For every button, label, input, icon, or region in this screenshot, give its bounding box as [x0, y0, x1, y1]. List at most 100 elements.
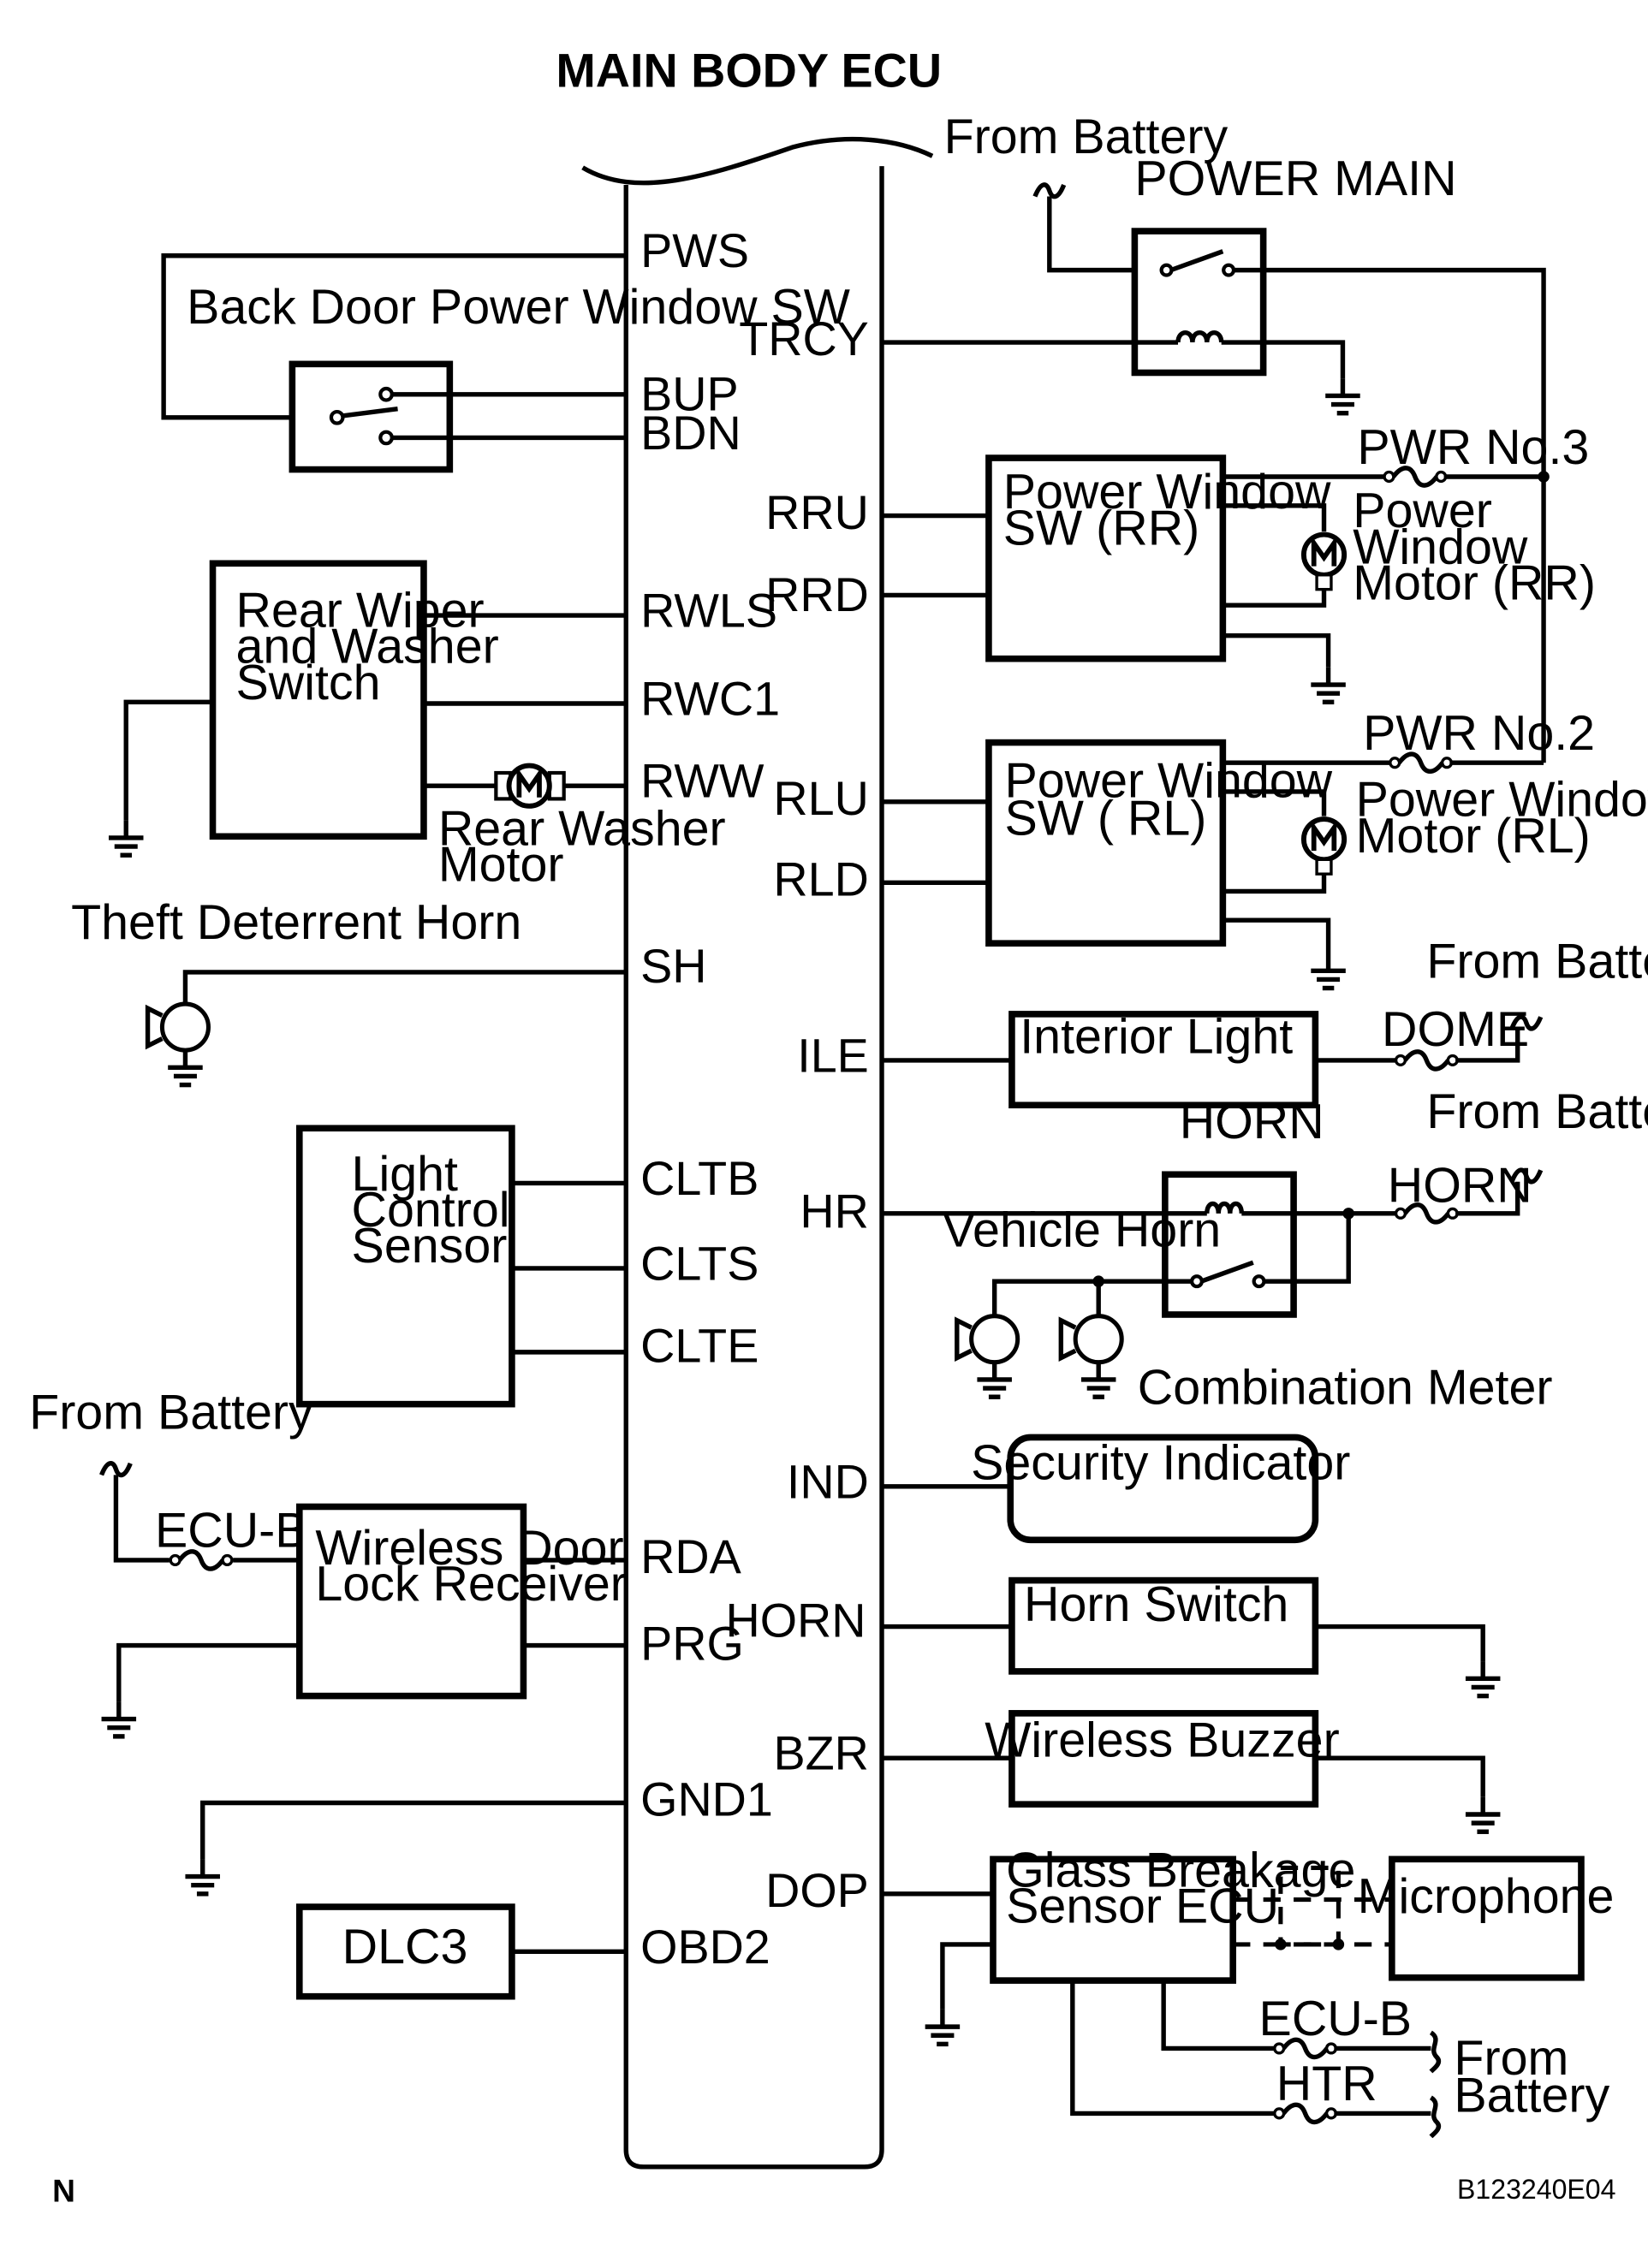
horn-switch: Horn Switch — [882, 1576, 1500, 1696]
wireless-buzzer-label: Wireless Buzzer — [985, 1713, 1339, 1767]
theft-horn-label: Theft Deterrent Horn — [71, 895, 521, 950]
horn-relay-label: HORN — [1180, 1095, 1324, 1149]
pin-rww: RWW — [640, 755, 765, 808]
receiver-label-1: Wireless Door — [315, 1521, 623, 1576]
rear-wiper-washer-switch: Rear Wiper and Washer Switch — [109, 560, 627, 855]
horn-relay-circuit: HORN From Battery HORN Vehicle Horn Comb… — [882, 1084, 1648, 1416]
pin-rwls: RWLS — [640, 585, 777, 638]
pin-hr: HR — [800, 1185, 868, 1238]
security-indicator: Security Indicator — [882, 1434, 1350, 1544]
pw-motor-rl-label-2: Motor (RL) — [1356, 809, 1591, 864]
pin-clts: CLTS — [640, 1237, 759, 1290]
rear-wiper-label-2: and Washer — [236, 620, 499, 674]
pin-rlu: RLU — [773, 772, 868, 825]
back-door-sw-label: Back Door Power Window SW — [187, 280, 850, 335]
wireless-buzzer: Wireless Buzzer — [882, 1710, 1500, 1832]
pin-rda: RDA — [640, 1530, 741, 1583]
pw-motor-rl-label-1: Power Window — [1356, 773, 1648, 828]
pw-sw-rr-label-1: Power Window — [1003, 465, 1331, 520]
pin-bzr: BZR — [773, 1727, 868, 1780]
rear-washer-label-1: Rear Washer — [438, 801, 726, 856]
pwr-no2-label: PWR No.2 — [1363, 706, 1595, 761]
right-pin-labels: TRCY RRU RRD RLU RLD ILE HR IND HORN BZR… — [725, 312, 868, 1917]
rear-wiper-label-1: Rear Wiper — [236, 584, 485, 638]
htr-label: HTR — [1276, 2057, 1377, 2111]
pw-motor-rr-label-1: Power — [1353, 484, 1492, 538]
pin-cltb: CLTB — [640, 1152, 759, 1205]
power-window-switch-rr: Power Window SW (RR) PWR No.3 Power Wind… — [882, 420, 1596, 703]
pin-rld: RLD — [773, 852, 868, 905]
rear-washer-label-2: Motor — [438, 838, 564, 893]
gnd1-ground — [185, 1800, 627, 1893]
left-pin-labels: PWS BUP BDN RWLS RWC1 RWW SH CLTB CLTS C… — [640, 224, 780, 1974]
pin-ind: IND — [787, 1455, 869, 1508]
pin-dop: DOP — [765, 1864, 869, 1917]
interior-light: From Battery Interior Light DOME — [882, 935, 1648, 1109]
microphone-label: Microphone — [1358, 1869, 1615, 1924]
rear-washer-motor-icon — [509, 766, 550, 806]
horn-switch-label: Horn Switch — [1024, 1577, 1288, 1632]
power-window-switch-rl: Power Window SW ( RL) PWR No.2 Power Win… — [882, 706, 1648, 989]
pin-bup: BUP — [640, 367, 739, 420]
pin-trcy: TRCY — [739, 312, 869, 365]
vehicle-horn-label: Vehicle Horn — [943, 1203, 1221, 1258]
glass-breakage-sensor-ecu: Glass Breakage Sensor ECU Microphone ECU… — [882, 1843, 1615, 2139]
vehicle-horn-icon-1 — [957, 1316, 1018, 1363]
interior-light-label: Interior Light — [1020, 1009, 1293, 1064]
dlc3-connector: DLC3 — [295, 1903, 627, 2000]
glass-breakage-label-1: Glass Breakage — [1006, 1843, 1355, 1897]
light-sensor-label-3: Sensor — [352, 1219, 508, 1274]
wireless-door-lock-receiver: From Battery ECU-B Wireless Door Lock Re… — [29, 1385, 627, 1737]
footer-mark: N — [52, 2172, 75, 2208]
horn-fuse-label: HORN — [1388, 1158, 1532, 1213]
rear-wiper-label-3: Switch — [236, 656, 381, 710]
left-from-battery: From Battery — [29, 1385, 313, 1440]
glass-breakage-label-2: Sensor ECU — [1006, 1879, 1279, 1934]
glass-from-label: From — [1454, 2031, 1568, 2086]
pw-sw-rl-label-2: SW ( RL) — [1004, 792, 1206, 846]
ecu-break-line — [581, 136, 934, 186]
ecu-body — [623, 166, 884, 2170]
pin-rrd: RRD — [765, 568, 869, 621]
pin-rwc1: RWC1 — [640, 673, 780, 726]
theft-deterrent-horn: Theft Deterrent Horn — [71, 895, 627, 1084]
pin-sh: SH — [640, 940, 706, 993]
receiver-label-2: Lock Receiver — [315, 1557, 627, 1612]
light-sensor-label-2: Control — [352, 1183, 510, 1238]
pin-rru: RRU — [765, 486, 869, 539]
dlc3-label: DLC3 — [342, 1920, 468, 1974]
security-indicator-label: Security Indicator — [971, 1435, 1350, 1490]
pin-horn: HORN — [725, 1594, 866, 1647]
pin-ile: ILE — [797, 1029, 869, 1082]
figure-code: B123240E04 — [1457, 2174, 1615, 2205]
vehicle-horn-icon-2 — [1061, 1316, 1121, 1363]
rear-washer-motor: Rear Washer Motor — [423, 766, 726, 893]
light-sensor-label-1: Light — [352, 1147, 458, 1202]
top-from-battery: From Battery — [944, 110, 1229, 164]
light-control-sensor: Light Control Sensor — [295, 1125, 627, 1408]
pw-motor-rl-icon — [1304, 819, 1344, 859]
pw-sw-rr-label-2: SW (RR) — [1003, 501, 1199, 555]
pin-bdn: BDN — [640, 407, 741, 460]
ecu-b-right-label: ECU-B — [1259, 1992, 1413, 2046]
pin-gnd1: GND1 — [640, 1773, 773, 1826]
dome-from-battery: From Battery — [1426, 935, 1648, 989]
ecu-b-left-label: ECU-B — [155, 1504, 308, 1559]
power-main-label: POWER MAIN — [1134, 151, 1456, 206]
pw-motor-rr-label-2: Window — [1353, 520, 1528, 574]
pin-clte: CLTE — [640, 1320, 759, 1373]
combination-meter-label: Combination Meter — [1138, 1361, 1553, 1416]
power-main-relay: From Battery POWER MAIN — [882, 110, 1546, 763]
glass-battery-label: Battery — [1454, 2069, 1609, 2123]
dome-fuse-label: DOME — [1382, 1002, 1529, 1057]
pw-motor-rr-icon — [1304, 535, 1344, 575]
pin-obd2: OBD2 — [640, 1921, 770, 1974]
horn-from-battery: From Battery — [1426, 1084, 1648, 1139]
back-door-power-window-switch: Back Door Power Window SW — [161, 253, 850, 473]
theft-horn-icon — [148, 1004, 209, 1050]
pin-pws: PWS — [640, 224, 749, 277]
pin-prg: PRG — [640, 1617, 744, 1670]
pwr-no3-label: PWR No.3 — [1357, 420, 1589, 475]
pw-motor-rr-label-3: Motor (RR) — [1353, 555, 1596, 610]
